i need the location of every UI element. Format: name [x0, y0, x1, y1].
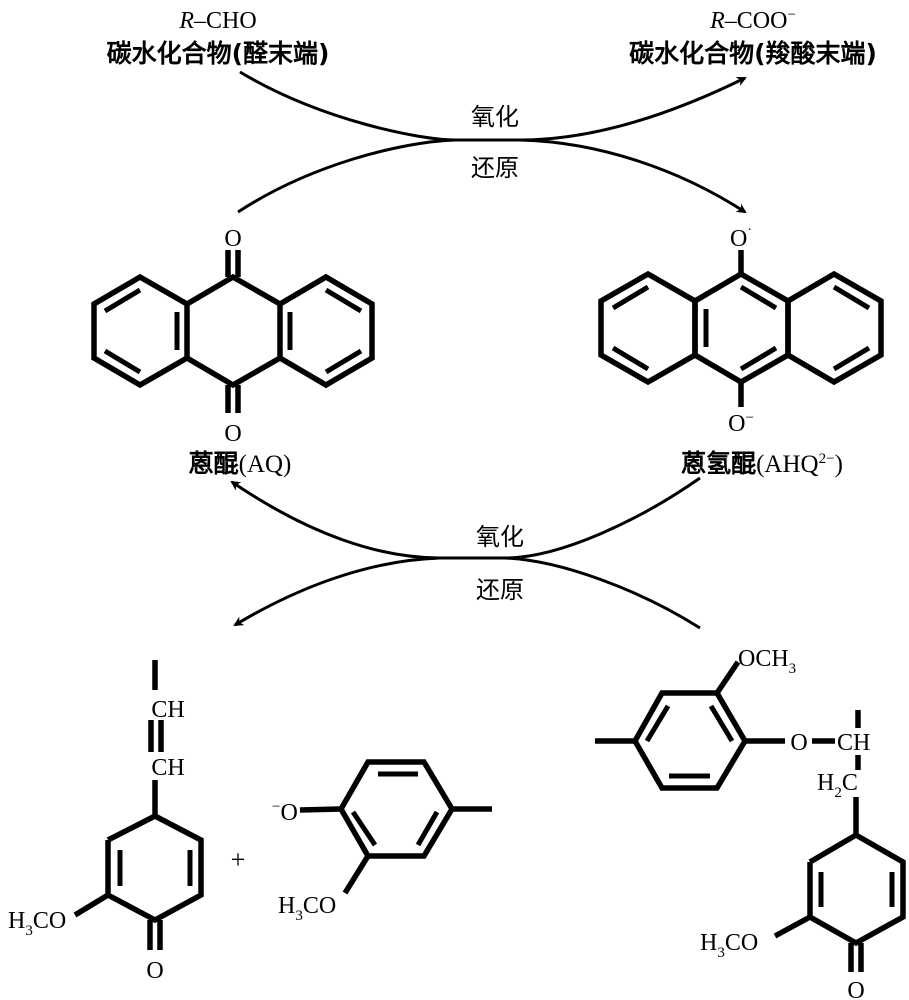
upper-reduction-arrow [237, 138, 747, 214]
r-group: R [178, 8, 194, 34]
ch-top-label: CH [151, 697, 184, 723]
plus-sign: + [231, 845, 246, 874]
charge-superscript: 2− [819, 451, 835, 467]
carboxyl-carbohydrate-label: R–COO− 碳水化合物(羧酸末端) [629, 7, 877, 68]
carbonyl-oxygen: O [847, 978, 864, 1000]
co-symbol: CO [33, 908, 66, 934]
ether-oxygen: O [790, 730, 807, 756]
aldehyde-carbohydrate-label: R–CHO 碳水化合物(醛末端) [107, 8, 330, 68]
phenolate-structure: −O H3CO [272, 759, 492, 924]
anthraquinone-structure: O O [91, 226, 375, 447]
carboxylate-formula: –COO [724, 8, 788, 34]
c-symbol: C [842, 770, 858, 796]
oxygen-symbol: O [280, 800, 297, 826]
h-symbol: H [700, 930, 717, 956]
quinone-methide-structure: CH CH O H3CO [8, 660, 204, 984]
h-symbol: H [278, 893, 295, 919]
svg-text:R–COO−: R–COO− [709, 7, 796, 34]
upper-oxidation-label: 氧化 [471, 103, 519, 131]
aldehyde-carbohydrate-name: 碳水化合物(醛末端) [107, 39, 330, 68]
subscript: 3 [25, 923, 33, 939]
anthrahydroquinone-label: 蒽氢醌(AHQ2−) [681, 449, 843, 478]
ch-label: CH [837, 730, 870, 756]
methoxy-label: H3CO [700, 930, 758, 961]
abbr-post: ) [835, 451, 843, 478]
svg-text:R–CHO: R–CHO [178, 8, 256, 34]
anthraquinone-abbr: (AQ) [239, 451, 292, 478]
ahq-bottom-oxygen: O− [728, 410, 754, 437]
lignin-dimer-structure: OCH3 O CH H2C O H3CO [595, 646, 906, 1000]
lower-reduction-arrow [233, 556, 701, 630]
subscript: 2 [834, 785, 842, 801]
phenolate-oxygen: −O [272, 799, 298, 826]
oxygen-symbol: O [730, 226, 747, 252]
radical-dot: · [747, 223, 752, 238]
och3-label: OCH3 [738, 646, 796, 677]
subscript: 3 [295, 908, 303, 924]
h2c-label: H2C [817, 770, 858, 801]
oxygen-symbol: O [728, 411, 745, 437]
anthrahydroquinone-name: 蒽氢醌 [681, 449, 756, 478]
co-symbol: CO [725, 930, 758, 956]
anthraquinone-label: 蒽醌(AQ) [189, 449, 292, 478]
r-group: R [709, 8, 725, 34]
charge-superscript: − [745, 410, 753, 426]
och-symbol: OCH [738, 646, 789, 672]
subscript: 3 [717, 945, 725, 961]
co-symbol: CO [303, 893, 336, 919]
lower-oxidation-arrow [230, 476, 701, 560]
upper-reduction-label: 还原 [471, 154, 519, 182]
h-symbol: H [817, 770, 834, 796]
charge-superscript: − [787, 7, 795, 23]
h-symbol: H [8, 908, 25, 934]
abbr-pre: (AHQ [756, 451, 819, 478]
methoxy-label: H3CO [8, 908, 66, 939]
aq-bottom-oxygen: O [224, 421, 241, 447]
aq-top-oxygen: O [224, 226, 241, 252]
carboxyl-carbohydrate-name: 碳水化合物(羧酸末端) [629, 39, 877, 68]
carbonyl-oxygen: O [146, 958, 163, 984]
ch-bottom-label: CH [151, 755, 184, 781]
lower-reduction-label: 还原 [476, 576, 524, 604]
methoxy-label: H3CO [278, 893, 336, 924]
aldehyde-formula: –CHO [193, 8, 257, 34]
anthraquinone-name: 蒽醌 [189, 449, 239, 478]
lower-oxidation-label: 氧化 [476, 523, 524, 551]
ahq-top-oxygen: O· [730, 223, 752, 252]
charge-superscript: − [272, 799, 280, 815]
anthrahydroquinone-structure: O· O− [598, 223, 884, 437]
subscript: 3 [789, 661, 797, 677]
